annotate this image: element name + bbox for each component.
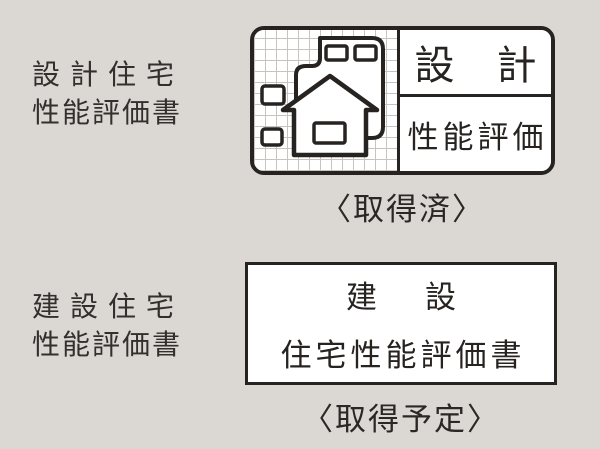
- construction-box-line2: 住宅性能評価書: [280, 338, 526, 373]
- construction-label-line2: 性能評価書: [32, 329, 183, 360]
- construction-box-line1: 建設: [346, 280, 504, 315]
- stamp-divider: [400, 94, 551, 97]
- design-status-acquired: 〈取得済〉: [320, 192, 485, 227]
- stamp-text-panel: 設計 性能評価: [400, 30, 551, 171]
- stamp-title-area: 設計: [400, 30, 551, 94]
- house-floor-plan-icon: [260, 36, 385, 158]
- construction-label-line1: 建設住宅: [32, 291, 185, 322]
- design-label-line1: 設計住宅: [32, 59, 185, 90]
- design-label-line2: 性能評価書: [32, 97, 183, 128]
- construction-evaluation-box: 建設 住宅性能評価書: [245, 262, 557, 385]
- stamp-subtitle: 性能評価: [407, 119, 548, 155]
- design-evaluation-stamp: 設計 性能評価: [250, 26, 555, 175]
- blueprint-grid-panel: [254, 30, 400, 171]
- design-evaluation-label: 設計住宅 性能評価書: [32, 56, 207, 132]
- construction-evaluation-label: 建設住宅 性能評価書: [32, 288, 207, 364]
- stamp-subtitle-area: 性能評価: [400, 97, 551, 171]
- stamp-title: 設計: [414, 44, 537, 88]
- construction-status-planned: 〈取得予定〉: [302, 402, 500, 437]
